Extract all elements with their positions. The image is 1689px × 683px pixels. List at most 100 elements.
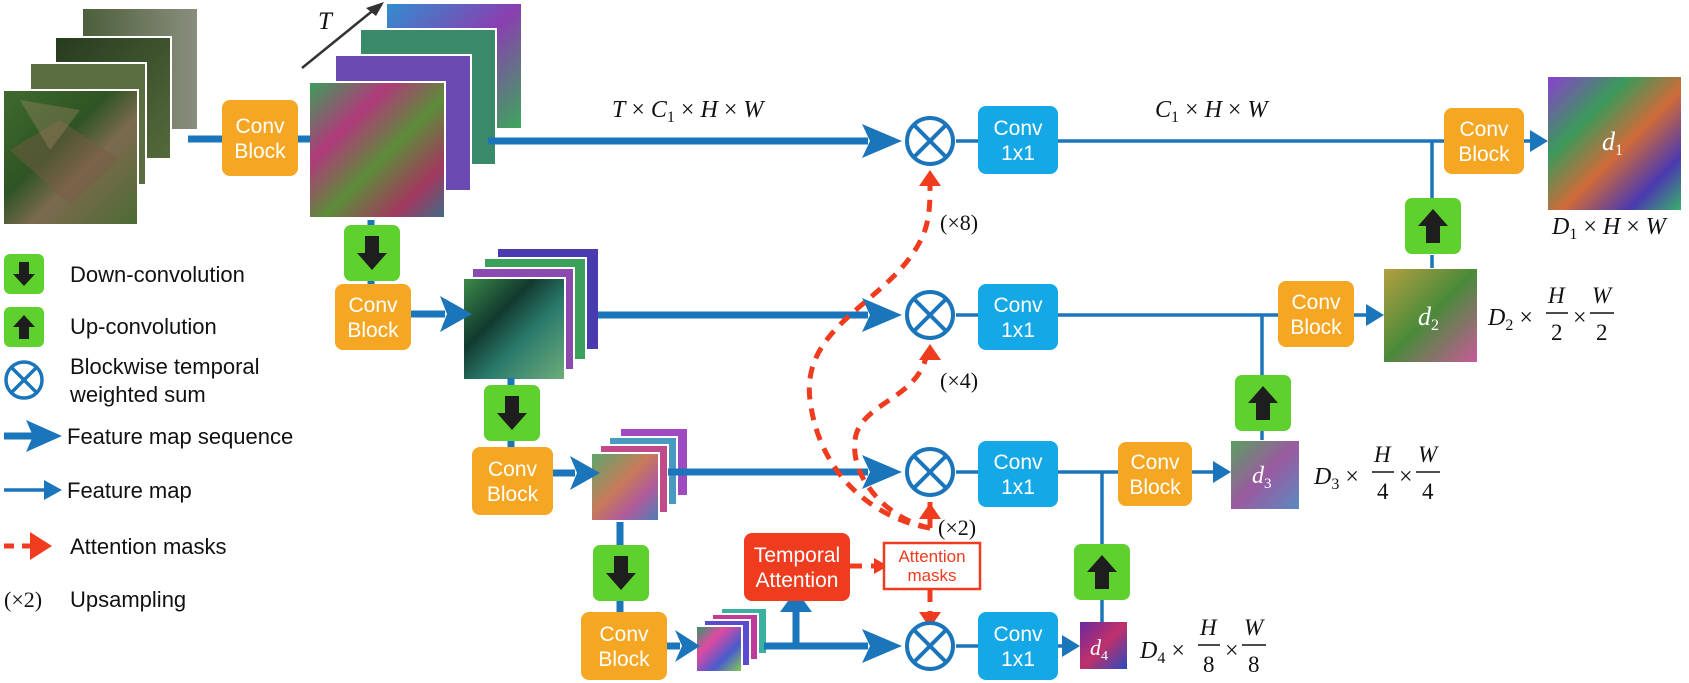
featuremap-arrowheads — [1062, 130, 1548, 657]
svg-text:C1 × H × W: C1 × H × W — [1155, 97, 1269, 126]
block-label-line: Block — [487, 483, 539, 506]
svg-text:4: 4 — [1377, 479, 1389, 504]
down-conv-icon — [593, 545, 649, 601]
block-label-line: Conv — [1291, 291, 1341, 314]
svg-text:8: 8 — [1203, 652, 1215, 677]
up-conv-icon — [1405, 198, 1461, 254]
updown-layer — [344, 198, 1461, 601]
legend-label-seq: Feature map sequence — [67, 424, 293, 449]
legend-seq-arrowhead — [26, 420, 62, 452]
block-label-line: Block — [347, 319, 399, 342]
sequence-flows — [188, 135, 868, 650]
upsample-x4-label: (×4) — [940, 368, 978, 393]
svg-text:W: W — [1592, 283, 1613, 308]
dim-label-sequence: T × C1 × H × W — [612, 97, 765, 126]
block-label-line: Block — [1290, 316, 1342, 339]
legend-label-attention: Attention masks — [70, 534, 227, 559]
svg-text:W: W — [1418, 442, 1439, 467]
output-d2-tile — [1384, 269, 1477, 362]
legend-upsampling-symbol: (×2) — [4, 587, 42, 612]
svg-text:W: W — [1244, 615, 1265, 640]
output-D1-dim: D1 × H × W — [1551, 214, 1668, 243]
block-label-line: Block — [598, 648, 650, 671]
block-label-line: Attention — [756, 569, 839, 592]
block-label-line: Conv — [993, 623, 1043, 646]
svg-text:H: H — [1199, 615, 1218, 640]
svg-text:T × C1 × H × W: T × C1 × H × W — [612, 97, 765, 126]
legend-label-up: Up-convolution — [70, 314, 217, 339]
svg-text:×: × — [1225, 638, 1239, 664]
block-label-line: 1x1 — [1001, 476, 1035, 499]
legend-label-wsum-1: Blockwise temporal — [70, 354, 260, 379]
down-conv-icon — [484, 385, 540, 441]
svg-text:4: 4 — [1422, 479, 1434, 504]
feature-stack-l4 — [695, 607, 768, 673]
attention-masks-label-line: Attention — [898, 547, 965, 566]
up-conv-icon — [1235, 375, 1291, 431]
block-label-line: Conv — [993, 294, 1043, 317]
upsample-x2-label: (×2) — [938, 515, 976, 540]
block-label-line: 1x1 — [1001, 648, 1035, 671]
output-D4-dim: D4 × H 8 × W 8 — [1139, 615, 1266, 677]
legend-label-upsampling: Upsampling — [70, 587, 186, 612]
feature-stack-l1 — [308, 2, 523, 219]
block-label-line: Conv — [1459, 118, 1509, 141]
svg-text:D4 ×: D4 × — [1139, 638, 1185, 667]
legend-label-wsum-2: weighted sum — [69, 382, 206, 407]
feature-stack-l2 — [462, 247, 600, 381]
legend-map-arrowhead — [44, 480, 62, 500]
weighted-sum-icon-l4 — [905, 621, 955, 671]
svg-text:H: H — [1373, 442, 1392, 467]
legend: Down-convolution Up-convolution Blockwis… — [4, 254, 293, 612]
svg-text:D3 ×: D3 × — [1313, 464, 1359, 493]
svg-text:2: 2 — [1596, 320, 1608, 345]
output-d4-tile — [1080, 622, 1127, 669]
svg-text:H: H — [1547, 283, 1566, 308]
time-axis-label: T — [318, 8, 334, 35]
block-label-line: Conv — [348, 294, 398, 317]
weighted-sum-icon-l3 — [905, 447, 955, 497]
input-image-stack — [2, 7, 199, 226]
attention-arrowheads — [874, 170, 941, 628]
output-d1-tile — [1548, 77, 1681, 210]
featuremap-flows — [956, 139, 1540, 648]
legend-label-down: Down-convolution — [70, 262, 245, 287]
svg-text:8: 8 — [1248, 652, 1260, 677]
feature-stack-l3 — [590, 427, 689, 522]
legend-wsum-icon — [4, 360, 44, 400]
upsample-x8-label: (×8) — [940, 210, 978, 235]
block-label-line: Conv — [488, 458, 538, 481]
blocks-layer: ConvBlockConvBlockConvBlockConvBlockConv… — [222, 100, 1524, 680]
svg-text:×: × — [1573, 305, 1587, 331]
attention-masks-label-line: masks — [907, 566, 956, 585]
up-conv-icon — [1074, 544, 1130, 600]
output-D2-dim: D2 × H 2 × W 2 — [1487, 283, 1614, 345]
block-label-line: 1x1 — [1001, 142, 1035, 165]
block-label-line: Conv — [235, 115, 285, 138]
weighted-sum-icon-l2 — [905, 290, 955, 340]
dim-label-map: C1 × H × W — [1155, 97, 1269, 126]
down-conv-icon — [344, 225, 400, 281]
block-label-line: Conv — [1130, 451, 1180, 474]
weighted-sum-icons — [905, 116, 955, 671]
svg-text:×: × — [1399, 464, 1413, 490]
legend-attention-arrowhead — [30, 532, 52, 560]
block-label-line: 1x1 — [1001, 319, 1035, 342]
sequence-arrowheads — [440, 124, 902, 663]
legend-label-map: Feature map — [67, 478, 192, 503]
svg-text:2: 2 — [1551, 320, 1563, 345]
block-label-line: Conv — [993, 117, 1043, 140]
block-label-line: Conv — [993, 451, 1043, 474]
